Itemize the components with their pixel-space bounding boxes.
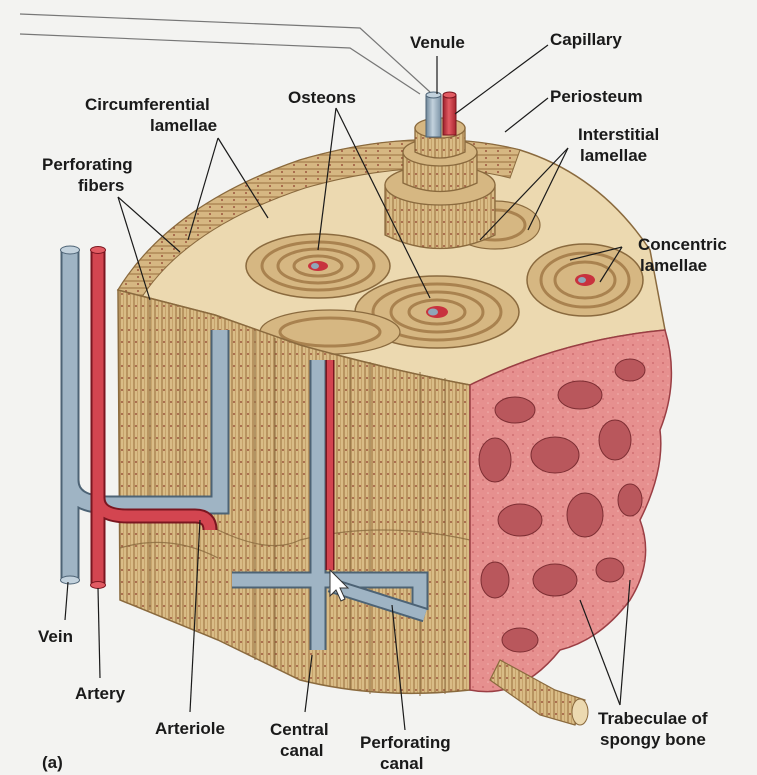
label-concentric-line1: Concentric (638, 235, 727, 254)
label-circumferential-line1: Circumferential (85, 95, 210, 114)
osteon-top-left (246, 234, 390, 298)
label-interstitial-line2: lamellae (580, 146, 647, 165)
projecting-osteon (385, 118, 495, 249)
label-central-canal-line2: canal (280, 741, 323, 760)
label-perforating-canal-line2: canal (380, 754, 423, 773)
label-osteons: Osteons (288, 88, 356, 107)
label-perforating-fibers-line1: Perforating (42, 155, 133, 174)
venule-vessel (426, 95, 441, 137)
label-venule: Venule (410, 33, 465, 52)
label-trabeculae-line2: spongy bone (600, 730, 706, 749)
osteon-top-right (527, 244, 643, 316)
pointer-lines (20, 14, 430, 94)
label-interstitial-line1: Interstitial (578, 125, 659, 144)
label-capillary: Capillary (550, 30, 622, 49)
label-periosteum: Periosteum (550, 87, 643, 106)
label-artery: Artery (75, 684, 126, 703)
label-concentric-line2: lamellae (640, 256, 707, 275)
label-arteriole: Arteriole (155, 719, 225, 738)
label-trabeculae-line1: Trabeculae of (598, 709, 708, 728)
figure-label: (a) (42, 753, 63, 772)
label-vein: Vein (38, 627, 73, 646)
label-perforating-canal-line1: Perforating (360, 733, 451, 752)
label-circumferential-line2: lamellae (150, 116, 217, 135)
label-central-canal-line1: Central (270, 720, 329, 739)
capillary-vessel (443, 95, 456, 135)
label-perforating-fibers-line2: fibers (78, 176, 124, 195)
